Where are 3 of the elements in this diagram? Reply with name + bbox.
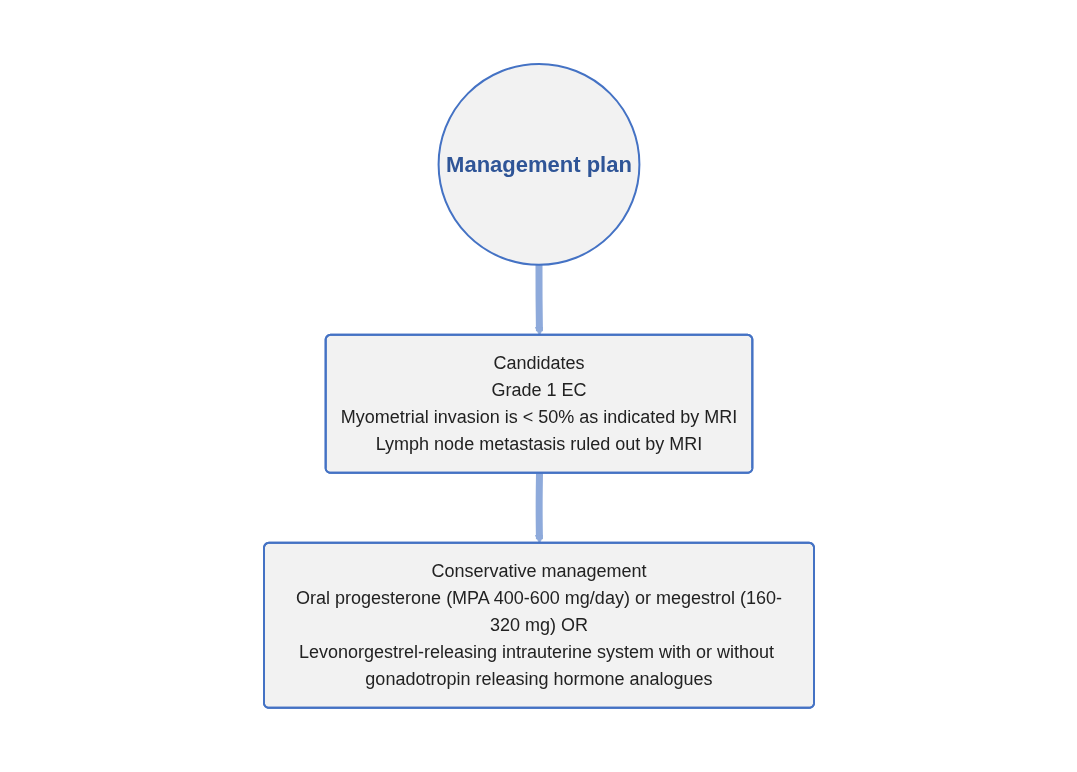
- node-circle: Management plan: [437, 63, 640, 266]
- arrow: [534, 264, 544, 336]
- arrow: [534, 473, 544, 544]
